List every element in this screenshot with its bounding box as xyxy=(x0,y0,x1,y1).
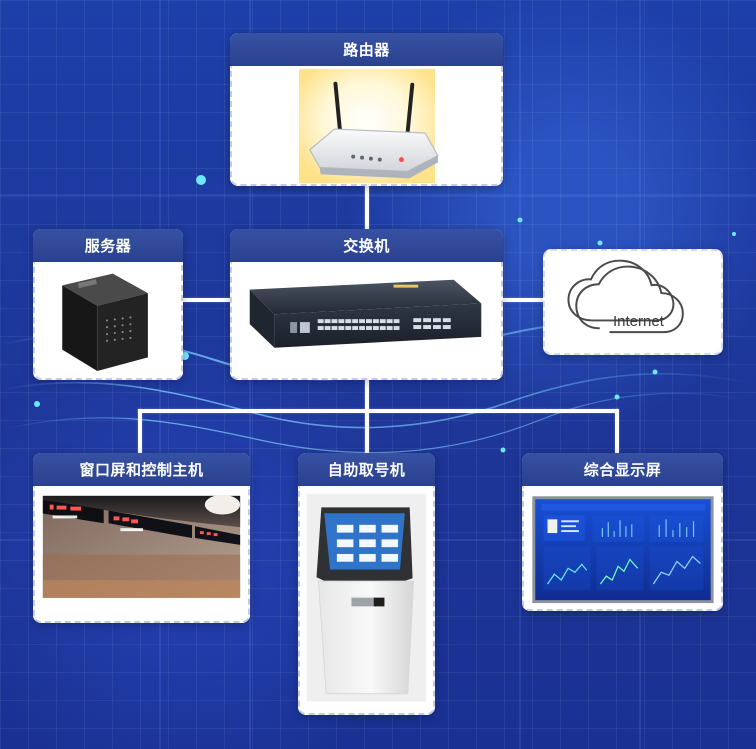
router-icon xyxy=(298,68,439,184)
window-screen-label: 窗口屏和控制主机 xyxy=(79,461,204,479)
connector-horizontal-bus xyxy=(138,409,618,413)
switch-icon xyxy=(249,279,482,348)
internet-label: Internet xyxy=(613,313,664,330)
connector-switch-internet xyxy=(502,298,544,302)
window-screen-body xyxy=(33,486,250,623)
display-header: 综合显示屏 xyxy=(522,453,723,487)
kiosk-body xyxy=(298,486,435,715)
kiosk-card: 自助取号机 xyxy=(298,453,435,715)
server-icon xyxy=(62,273,148,372)
switch-body xyxy=(230,262,503,380)
server-body xyxy=(33,262,183,380)
kiosk-label: 自助取号机 xyxy=(327,461,406,479)
display-body xyxy=(522,486,723,611)
kiosk-header: 自助取号机 xyxy=(298,453,435,487)
connector-display-drop xyxy=(615,409,619,453)
window-screen-header: 窗口屏和控制主机 xyxy=(33,453,250,487)
router-label: 路由器 xyxy=(343,41,390,59)
switch-card: 交换机 xyxy=(230,229,503,380)
window-screen-card: 窗口屏和控制主机 xyxy=(33,453,250,623)
cloud-icon xyxy=(567,259,684,334)
router-body xyxy=(230,66,503,186)
server-label: 服务器 xyxy=(84,237,132,255)
kiosk-icon xyxy=(306,493,427,702)
server-card: 服务器 xyxy=(33,229,183,380)
connector-switch-trunk xyxy=(365,380,369,453)
led-screen-icon xyxy=(42,494,241,598)
connector-router-switch xyxy=(365,185,369,230)
display-label: 综合显示屏 xyxy=(583,461,662,479)
dashboard-icon xyxy=(532,496,714,604)
connector-server-switch xyxy=(182,298,231,302)
server-header: 服务器 xyxy=(33,229,183,263)
switch-header: 交换机 xyxy=(230,229,503,263)
router-header: 路由器 xyxy=(230,33,503,67)
router-card: 路由器 xyxy=(230,33,503,186)
internet-card: Internet xyxy=(543,249,723,355)
switch-label: 交换机 xyxy=(343,237,390,255)
display-card: 综合显示屏 xyxy=(522,453,723,611)
connector-window-drop xyxy=(138,409,142,453)
